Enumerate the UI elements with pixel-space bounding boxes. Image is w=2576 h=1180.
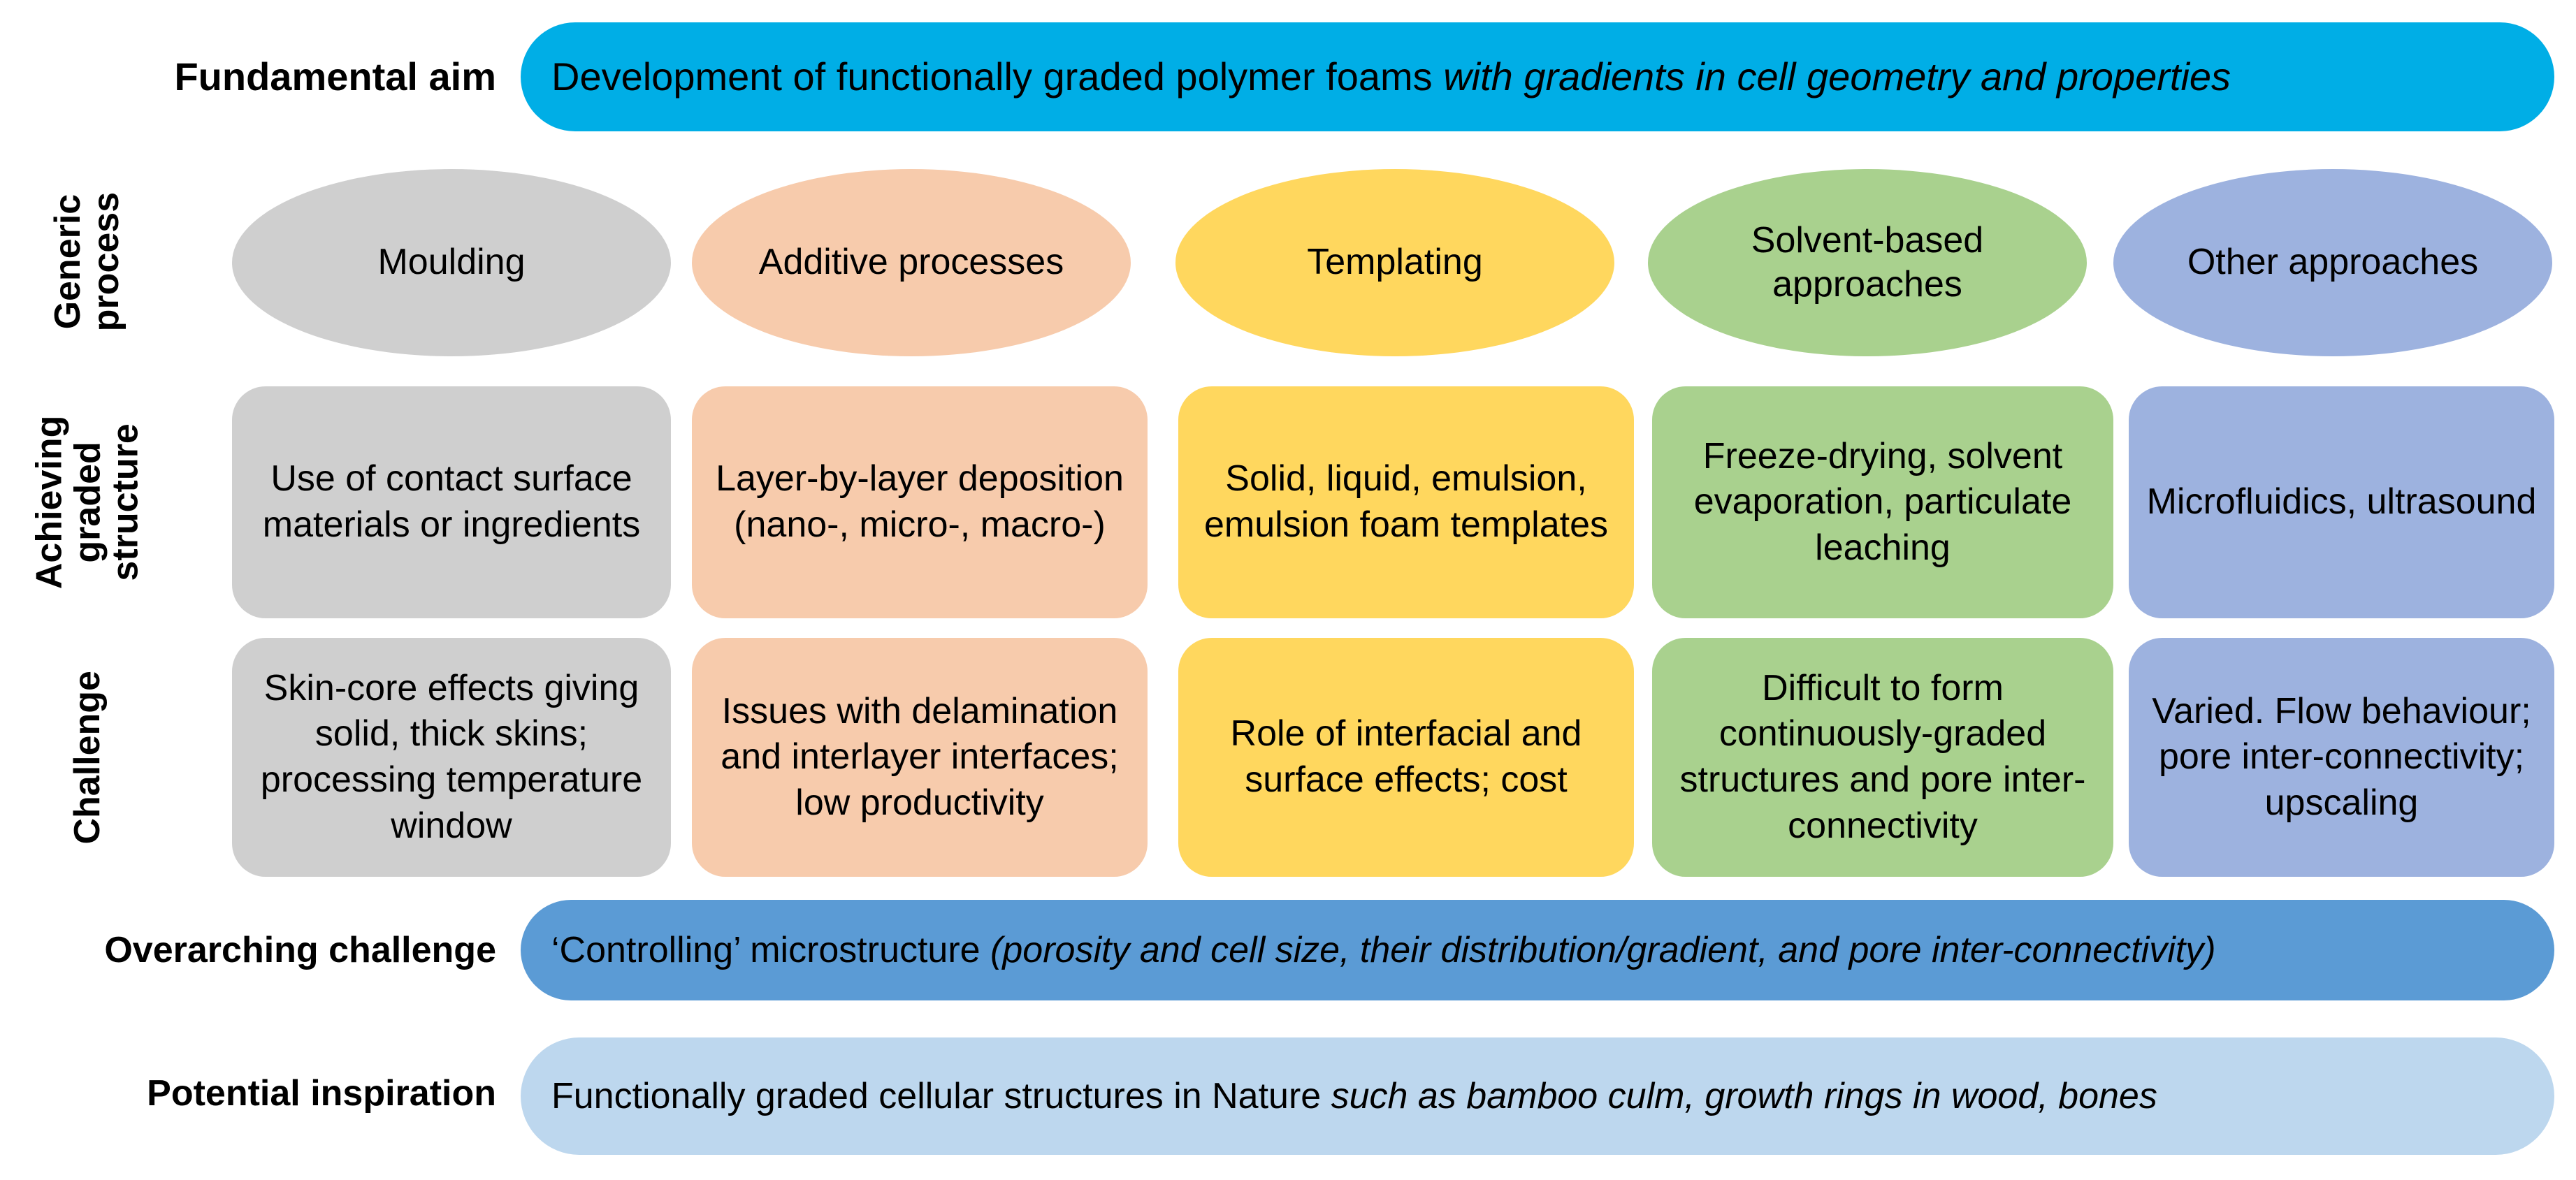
achieving-cell-moulding-text: Use of contact surface materials or ingr… — [262, 458, 641, 545]
row-label-challenge: Challenge — [66, 670, 108, 845]
achieving-cell-templating[interactable]: Solid, liquid, emulsion, emulsion foam t… — [1178, 386, 1634, 618]
row-label-fundamental-aim: Fundamental aim — [174, 54, 496, 99]
challenge-cell-other-approaches-text: Varied. Flow behaviour; pore inter-conne… — [2152, 690, 2531, 823]
process-ellipse-templating-label: Templating — [1307, 242, 1483, 283]
banner-potential-inspiration-text-plain: Functionally graded cellular structures … — [551, 1075, 1331, 1116]
challenge-cell-other-approaches[interactable]: Varied. Flow behaviour; pore inter-conne… — [2129, 638, 2554, 877]
banner-overarching-challenge-text-plain: ‘Controlling’ microstructure — [551, 929, 991, 970]
achieving-cell-other-approaches[interactable]: Microfluidics, ultrasound — [2129, 386, 2554, 618]
banner-overarching-challenge-text-italic: (porosity and cell size, their distribut… — [990, 929, 2216, 970]
process-ellipse-templating[interactable]: Templating — [1175, 169, 1614, 356]
banner-potential-inspiration-text-italic: such as bamboo culm, growth rings in woo… — [1331, 1075, 2157, 1116]
banner-potential-inspiration-text: Functionally graded cellular structures … — [551, 1076, 2157, 1116]
banner-fundamental-aim-text: Development of functionally graded polym… — [551, 54, 2231, 99]
process-ellipse-other-approaches[interactable]: Other approaches — [2113, 169, 2552, 356]
row-label-potential-inspiration: Potential inspiration — [147, 1072, 496, 1114]
process-ellipse-other-approaches-label: Other approaches — [2187, 242, 2479, 283]
process-ellipse-moulding[interactable]: Moulding — [232, 169, 671, 356]
banner-potential-inspiration: Functionally graded cellular structures … — [521, 1037, 2554, 1155]
banner-overarching-challenge-text: ‘Controlling’ microstructure (porosity a… — [551, 930, 2216, 970]
achieving-cell-moulding[interactable]: Use of contact surface materials or ingr… — [232, 386, 671, 618]
achieving-cell-solvent-based-approaches[interactable]: Freeze-drying, solvent evaporation, part… — [1652, 386, 2113, 618]
challenge-cell-moulding[interactable]: Skin-core effects giving solid, thick sk… — [232, 638, 671, 877]
challenge-cell-templating[interactable]: Role of interfacial and surface effects;… — [1178, 638, 1634, 877]
achieving-cell-other-approaches-text: Microfluidics, ultrasound — [2146, 481, 2537, 523]
banner-fundamental-aim-text-italic: with gradients in cell geometry and prop… — [1443, 54, 2231, 99]
challenge-cell-moulding-text: Skin-core effects giving solid, thick sk… — [260, 667, 643, 846]
process-ellipse-additive-processes-label: Additive processes — [758, 242, 1064, 283]
banner-fundamental-aim-text-plain: Development of functionally graded polym… — [551, 54, 1444, 99]
challenge-cell-additive-processes[interactable]: Issues with delamination and interlayer … — [692, 638, 1148, 877]
challenge-cell-solvent-based-approaches-text: Difficult to form continuously-graded st… — [1679, 667, 2086, 846]
row-label-overarching-challenge: Overarching challenge — [104, 929, 496, 970]
achieving-cell-solvent-based-approaches-text: Freeze-drying, solvent evaporation, part… — [1693, 435, 2072, 568]
banner-fundamental-aim: Development of functionally graded polym… — [521, 22, 2554, 131]
challenge-cell-solvent-based-approaches[interactable]: Difficult to form continuously-graded st… — [1652, 638, 2113, 877]
achieving-cell-templating-text: Solid, liquid, emulsion, emulsion foam t… — [1203, 458, 1609, 545]
process-ellipse-solvent-based-approaches-label: Solvent-based approaches — [1751, 219, 1984, 305]
achieving-cell-additive-processes[interactable]: Layer-by-layer deposition (nano-, micro-… — [692, 386, 1148, 618]
challenge-cell-templating-text: Role of interfacial and surface effects;… — [1230, 713, 1582, 800]
process-ellipse-moulding-label: Moulding — [377, 242, 526, 283]
achieving-cell-additive-processes-text: Layer-by-layer deposition (nano-, micro-… — [716, 458, 1124, 545]
process-ellipse-solvent-based-approaches[interactable]: Solvent-based approaches — [1648, 169, 2087, 356]
banner-overarching-challenge: ‘Controlling’ microstructure (porosity a… — [521, 900, 2554, 1000]
challenge-cell-additive-processes-text: Issues with delamination and interlayer … — [721, 690, 1119, 823]
process-ellipse-additive-processes[interactable]: Additive processes — [692, 169, 1131, 356]
